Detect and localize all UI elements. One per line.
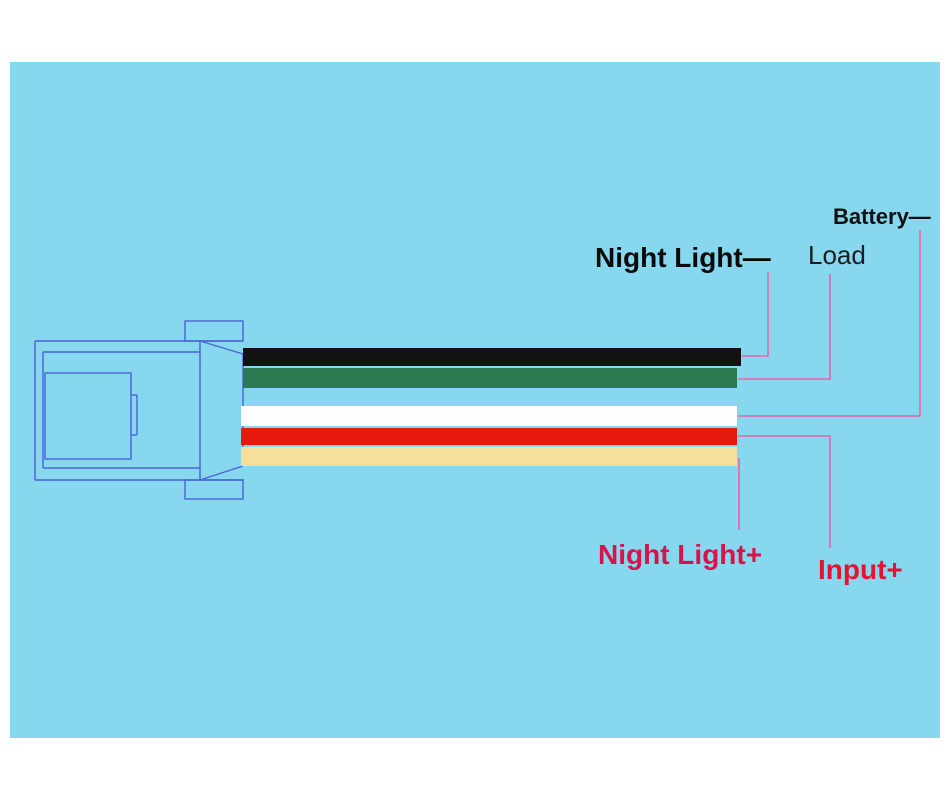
night-light-pos-label: Night Light+ xyxy=(598,539,762,570)
load-leader-line xyxy=(738,274,831,380)
battery-neg-leader-line xyxy=(738,230,921,417)
battery-neg-label: Battery— xyxy=(833,204,931,229)
green-wire xyxy=(243,368,737,388)
diagram-canvas: Battery— Load Night Light— Night Light+ … xyxy=(10,62,940,738)
leader-lines xyxy=(738,230,921,548)
red-wire xyxy=(241,428,737,445)
input-pos-leader-line xyxy=(738,435,831,548)
input-pos-label: Input+ xyxy=(818,554,903,585)
cream-wire xyxy=(241,447,737,466)
night-light-neg-leader-line xyxy=(742,272,769,357)
load-label: Load xyxy=(808,240,866,270)
white-wire xyxy=(241,406,737,426)
connector-inner-box xyxy=(44,372,132,460)
night-light-neg-label: Night Light— xyxy=(595,242,771,273)
diagram-background xyxy=(10,62,940,738)
black-wire xyxy=(243,348,741,366)
